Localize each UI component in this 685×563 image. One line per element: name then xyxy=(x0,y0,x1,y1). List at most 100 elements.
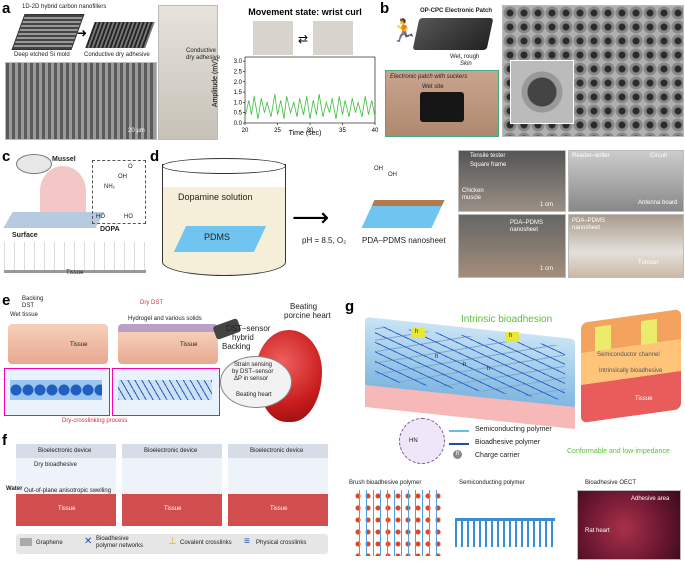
caption-backing-top: Backing xyxy=(22,296,44,302)
caption-swelling: Out-of-plane anisotropic swelling xyxy=(24,488,112,494)
caption-surface: Surface xyxy=(12,232,38,239)
hole-h-2: h xyxy=(509,333,513,339)
surface-plane xyxy=(3,212,105,228)
x-tick-label: 30 xyxy=(307,128,314,134)
legend-networks-2: polymer networks xyxy=(96,543,144,549)
chem-o: O xyxy=(128,164,133,170)
caption-device-1: Bioelectronic device xyxy=(38,448,92,454)
caption-backing: Backing xyxy=(222,342,251,351)
legend-bar xyxy=(16,534,328,554)
stage-2 xyxy=(122,444,222,526)
caption-semi: Semiconducting polymer xyxy=(459,480,525,486)
caption-beating-heart: Beating heart xyxy=(236,392,272,398)
chart-title: Movement state: wrist curl xyxy=(248,7,362,17)
x-tick-label: 35 xyxy=(339,128,346,134)
caption-reader: Reader–writer xyxy=(572,153,610,159)
caption-pdms: PDMS xyxy=(204,232,231,242)
scale-bar-label: 20 µm xyxy=(128,128,145,134)
caption-scale-2: 1 cm xyxy=(540,266,554,272)
y-tick-label: 0.5 xyxy=(234,111,243,117)
y-tick-label: 0.0 xyxy=(234,121,243,127)
runner-icon: 🏃 xyxy=(390,18,418,43)
caption-device-3: Bioelectronic device xyxy=(250,448,304,454)
caption-channel: Semiconductor channel xyxy=(597,352,660,358)
panel-label-c: c xyxy=(2,148,11,165)
legend-semi-line xyxy=(449,430,469,432)
tensile-test-photo-1 xyxy=(458,150,566,212)
legend-networks-1: Bioadhesive xyxy=(96,536,129,542)
brush-polymer-illustration xyxy=(353,490,441,556)
chem-hn: HN xyxy=(409,438,418,444)
caption-tissue: Tissue xyxy=(66,270,84,276)
plot-frame xyxy=(244,56,376,124)
caption-nanosheet-3a: PDA–PDMS xyxy=(572,218,606,224)
mouse-photo xyxy=(568,214,684,278)
mussel-shell xyxy=(16,154,52,174)
panel-label-f: f xyxy=(2,432,7,449)
caption-tumour: Tumour xyxy=(638,260,659,266)
caption-intrinsic: Intrinsically bioadhesive xyxy=(599,368,663,374)
chem-oh-2: OH xyxy=(388,172,397,178)
caption-wet-tissue: Wet tissue xyxy=(10,312,38,318)
x-tick-label: 25 xyxy=(274,128,281,134)
arrow-icon: ➜ xyxy=(77,26,88,40)
channel-electrode-1 xyxy=(595,324,611,352)
reader-setup-photo xyxy=(568,150,684,212)
hole-h-5: h xyxy=(487,366,491,372)
reaction-arrow-icon: ⟶ xyxy=(292,202,330,232)
caption-suckers: Electronic patch with suckers xyxy=(390,74,468,80)
chem-oh: OH xyxy=(118,174,127,180)
caption-strain-1: Strain sensing xyxy=(234,362,273,368)
panel-f: f Bioelectronic device Dry bioadhesive W… xyxy=(0,430,340,563)
semi-polymer-illustration xyxy=(455,518,555,547)
legend-graphene: Graphene xyxy=(36,540,63,546)
sem-inset xyxy=(510,60,574,124)
panel-label-a: a xyxy=(2,0,11,17)
caption-frame: Square frame xyxy=(470,162,507,168)
sem-pillar-image xyxy=(5,62,157,140)
tissue-block-2 xyxy=(118,324,218,364)
dry-adhesive-image xyxy=(85,22,155,48)
swap-arrow-icon: ⇄ xyxy=(298,32,308,46)
caption-beating-porcine-2: porcine heart xyxy=(284,311,331,320)
y-tick-label: 1.0 xyxy=(234,100,243,106)
y-tick-label: 2.5 xyxy=(234,69,243,75)
photo-wrist-1 xyxy=(253,21,293,55)
legend-bio-line xyxy=(449,443,469,445)
caption-tissue-1: Tissue xyxy=(58,506,76,512)
caption-skin-2: Skin xyxy=(460,61,472,67)
panel-g: g Intrinsic bioadhesion h h h h h Semico… xyxy=(345,292,685,563)
g-title: Intrinsic bioadhesion xyxy=(461,314,553,325)
legend-covalent: Covalent crosslinks xyxy=(180,540,232,546)
black-patch xyxy=(420,92,464,122)
hole-h-3: h xyxy=(435,354,439,360)
photo-wrist-2 xyxy=(313,21,353,55)
panel-label-e: e xyxy=(2,292,11,309)
caption-device-1: Conductive xyxy=(186,48,217,54)
caption-strain-3: ΔP in sensor xyxy=(234,376,268,382)
series-line xyxy=(244,94,376,119)
caption-mold: Deep etched Si mold xyxy=(14,52,70,58)
panel-b: b 🏃 OP-CPC Electronic Patch Wet, rough S… xyxy=(380,0,685,140)
panel-d: d Dopamine solution PDMS ⟶ pH = 8.5, O₂ … xyxy=(150,148,685,283)
interaction-strip xyxy=(4,242,146,273)
panel-e: e Backing DST Wet tissue Dry DST Hydroge… xyxy=(0,292,340,432)
caption-beating-porcine-1: Beating xyxy=(290,302,318,311)
caption-solution: Dopamine solution xyxy=(178,192,253,202)
caption-tissue-1: Tissue xyxy=(70,342,88,348)
caption-tissue: Tissue xyxy=(635,396,653,402)
caption-scale-1: 1 cm xyxy=(540,202,554,208)
caption-patch: OP-CPC Electronic Patch xyxy=(420,8,493,14)
charge-carrier-icon: h xyxy=(453,450,462,459)
electrode-pad-1 xyxy=(411,328,425,338)
caption-tissue-2: Tissue xyxy=(164,506,182,512)
caption-mussel: Mussel xyxy=(52,156,76,163)
caption-tensile: Tensile tester xyxy=(470,153,506,159)
caption-skin-1: Wet, rough xyxy=(450,54,480,60)
x-tick-label: 40 xyxy=(372,128,379,134)
covalent-icon: ⊥ xyxy=(168,536,177,547)
caption-antenna: Antenna board xyxy=(638,200,678,206)
panel-a: a 1D-2D hybrid carbon nanofillers ➜ Deep… xyxy=(0,0,375,140)
panel-c: c Mussel Surface NH₂ OH O HO HO DOPA Tis… xyxy=(0,148,150,278)
